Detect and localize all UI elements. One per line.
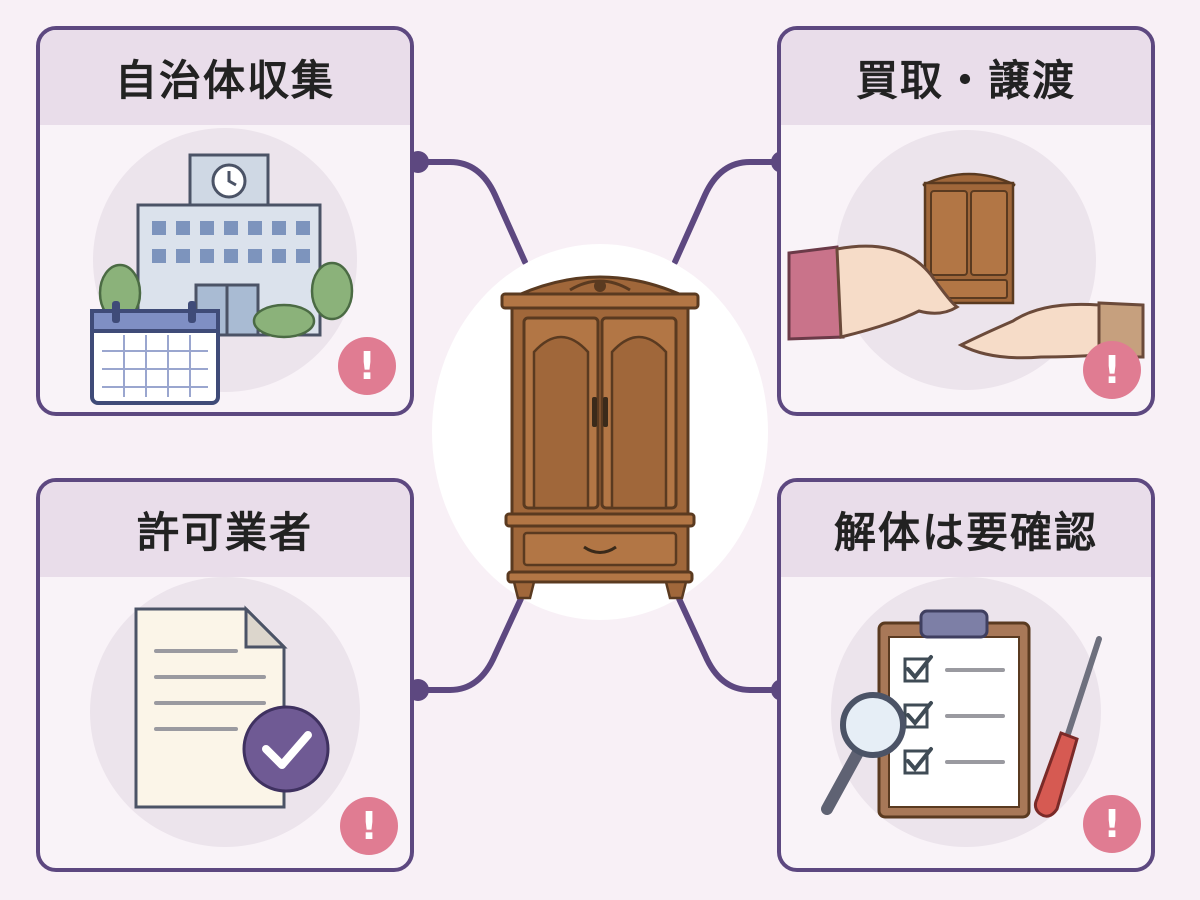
- alert-icon: !: [1083, 795, 1141, 853]
- card-buyback-transfer: 買取・譲渡 !: [777, 26, 1155, 416]
- card-title: 買取・譲渡: [781, 30, 1151, 125]
- handover-wardrobe-icon: [787, 130, 1145, 390]
- card-licensed-contractor: 許可業者 !: [36, 478, 414, 872]
- connector-top-left: [415, 159, 528, 265]
- alert-icon: !: [340, 797, 398, 855]
- connector-bottom-left: [415, 587, 528, 693]
- card-dismantle-check: 解体は要確認: [777, 478, 1155, 872]
- certified-document-icon: [90, 577, 360, 847]
- wardrobe-icon: [432, 244, 768, 620]
- alert-icon: !: [1083, 341, 1141, 399]
- card-title: 自治体収集: [40, 30, 410, 125]
- card-title: 許可業者: [40, 482, 410, 577]
- card-municipal-collection: 自治体収集: [36, 26, 414, 416]
- city-hall-calendar-icon: [90, 128, 357, 405]
- card-title: 解体は要確認: [781, 482, 1151, 577]
- alert-icon: !: [338, 337, 396, 395]
- connector-top-right: [672, 159, 785, 265]
- connector-bottom-right: [672, 587, 785, 693]
- clipboard-inspection-icon: [821, 577, 1102, 847]
